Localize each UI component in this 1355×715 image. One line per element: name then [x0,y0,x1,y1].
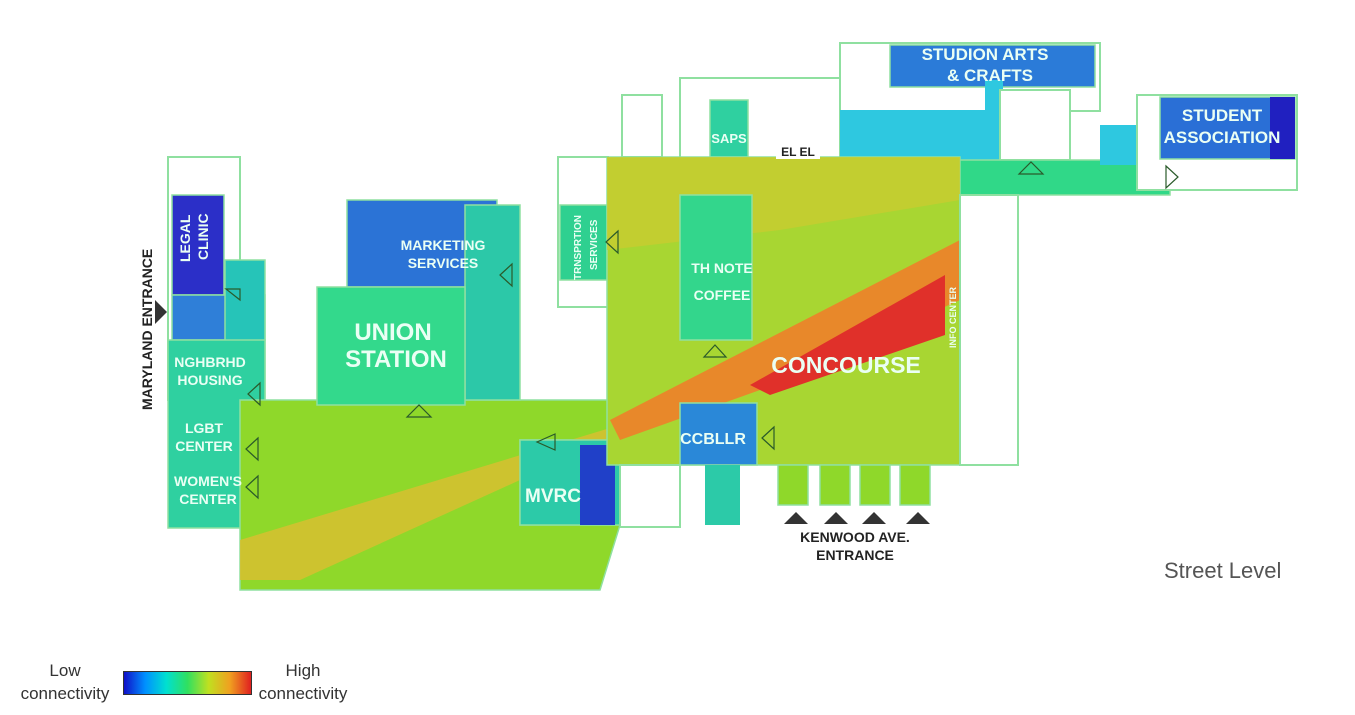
lgbt-center-label: LGBT [185,420,224,436]
entrance-arrow-icon [824,512,848,524]
kenwood-bay-2 [819,464,851,506]
east-corridor [954,159,1171,196]
door-triangle-icon [224,288,241,302]
door-triangle-icon [245,436,259,462]
saps-area [709,99,749,158]
ccbllr-label: CCBLLR [680,431,746,448]
door-triangle-icon [247,381,261,407]
union-station-area [316,286,466,406]
ccbllr-area [679,402,758,466]
transport-services-label: TRNSPRTION [573,215,584,280]
legend-low-label: Low connectivity [20,661,110,703]
floor-level-title: Street Level [1164,558,1282,583]
studio-arts-label: & CRAFTS [947,66,1033,85]
info-center-label: INFO CENTER [948,286,958,348]
maryland-entrance-label: MARYLAND ENTRANCE [139,249,155,410]
top-room [621,94,663,158]
marketing-side-strip [464,204,521,401]
maryland-entrance-arrow-icon [155,300,167,324]
right-rooms [999,89,1071,161]
coffee-label: COFFEE [694,287,751,303]
student-association-label: STUDENT [1182,106,1263,125]
union-station-label: UNION [354,319,431,346]
union-station-label: STATION [345,346,447,373]
entrance-arrow-icon [906,512,930,524]
saps-label: SAPS [711,131,747,146]
door-triangle-icon [405,404,433,418]
womens-center-label: WOMEN'S [174,473,242,489]
womens-center-label: CENTER [179,491,237,507]
coffee-area [679,194,753,341]
coffee-label: TH NOTE [691,260,752,276]
student-dark-room [1270,97,1295,159]
kenwood-entrance-label: KENWOOD AVE. [800,529,910,545]
door-triangle-icon [605,229,619,255]
lgbt-center-label: CENTER [175,438,233,454]
el-label-bg [776,144,820,159]
orange-band [610,240,960,440]
door-triangle-icon [535,433,556,451]
concourse-label: CONCOURSE [771,352,921,378]
south-room [619,464,681,528]
door-triangle-icon [702,344,728,358]
legal-clinic-label: LEGAL [177,214,193,262]
cyan-corridor [840,110,1000,160]
door-triangle-icon [761,425,775,451]
studio-arts-label: STUDION ARTS [922,45,1049,64]
legal-clinic-label: CLINIC [195,213,211,260]
cyan-link [985,80,1003,160]
transport-services-label: SERVICES [589,219,600,270]
housing-label: NGHBRHD [174,354,246,370]
red-high-connectivity-band [750,275,945,395]
door-triangle-icon [245,474,259,500]
kenwood-entrance-label: ENTRANCE [816,547,894,563]
kenwood-bay-3 [859,464,891,506]
entrance-arrow-icon [784,512,808,524]
ccbllr-south [705,465,740,525]
cyan-room [1100,125,1140,165]
legal-clinic-area [171,194,225,296]
kenwood-bay-4 [899,464,931,506]
kenwood-bay-1 [777,464,809,506]
legend-high-label: High connectivity [258,661,348,703]
mvrc-label: MVRC [525,486,581,507]
student-association-label: ASSOCIATION [1164,128,1281,147]
marketing-services-label: MARKETING [401,237,486,253]
door-triangle-icon [1165,164,1179,190]
east-rooms [959,194,1019,466]
connectivity-gradient-bar [123,671,252,695]
elevator-label: EL EL [781,145,815,159]
transport-services-area [559,204,608,281]
door-triangle-icon [1017,161,1045,175]
entrance-arrow-icon [862,512,886,524]
marketing-services-label: SERVICES [408,255,479,271]
door-triangle-icon [499,262,513,288]
housing-label: HOUSING [177,372,242,388]
